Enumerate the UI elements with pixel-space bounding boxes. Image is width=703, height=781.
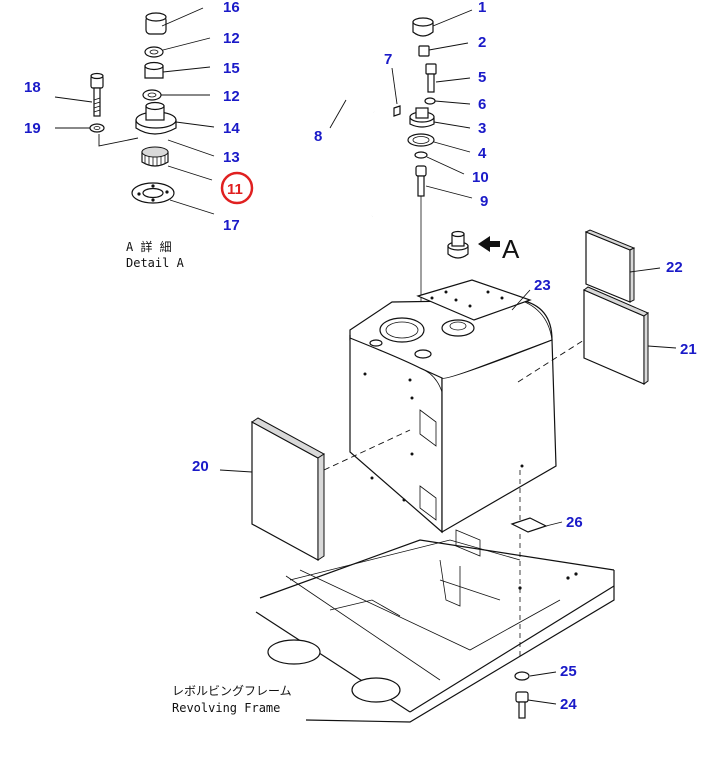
bolt-part-24 <box>515 691 529 703</box>
frame-caption-jp: レボルビングフレーム <box>172 684 292 698</box>
part-label-23: 23 <box>534 277 551 294</box>
part-label-13: 13 <box>223 149 240 166</box>
oring-part-10 <box>414 151 428 159</box>
part-label-24: 24 <box>560 696 577 713</box>
part-label-8: 8 <box>314 128 322 145</box>
part-label-22: 22 <box>666 259 683 276</box>
part-label-15: 15 <box>223 60 240 77</box>
part-label-5: 5 <box>478 69 486 86</box>
view-arrow-icon <box>478 236 500 252</box>
part-label-2: 2 <box>478 34 486 51</box>
part-label-10: 10 <box>472 169 489 186</box>
nut-part-2 <box>418 45 430 57</box>
detail-caption-en: Detail A <box>126 256 185 270</box>
clip-part-7 <box>393 105 401 117</box>
panel-part-21 <box>583 289 645 385</box>
part-label-12a: 12 <box>223 30 240 47</box>
washer-part-6 <box>424 97 436 105</box>
hydraulic-tank <box>349 279 557 534</box>
detail-a-group <box>54 7 215 215</box>
bolt-part-5 <box>425 63 437 75</box>
washer-part-19 <box>89 123 105 133</box>
bracket-part-26 <box>510 517 548 533</box>
washer-part-12-lower <box>142 89 162 101</box>
part-label-14: 14 <box>223 120 240 137</box>
filler-cap-assembly <box>407 9 473 350</box>
insulation-panels <box>219 229 677 562</box>
part-label-20: 20 <box>192 458 209 475</box>
washer-part-25 <box>514 671 530 681</box>
breather-view-a <box>447 230 500 259</box>
part-label-6: 6 <box>478 96 486 113</box>
part-label-3: 3 <box>478 120 486 137</box>
part-label-4: 4 <box>478 145 487 162</box>
part-label-7: 7 <box>384 51 392 68</box>
part-label-19: 19 <box>24 120 41 137</box>
part-label-26: 26 <box>566 514 583 531</box>
hose-assembly <box>329 67 401 217</box>
revolving-frame <box>255 470 615 723</box>
gasket-part-4 <box>407 133 435 147</box>
cover-plate-part-23 <box>416 279 532 321</box>
bolt-part-9 <box>415 165 427 177</box>
part-label-12b: 12 <box>223 88 240 105</box>
part-label-21: 21 <box>680 341 697 358</box>
highlight-circle-11 <box>220 171 254 205</box>
view-marker-label: A <box>502 234 520 264</box>
part-label-9: 9 <box>480 193 488 210</box>
detail-caption-jp: A 詳 細 <box>126 239 172 254</box>
part-label-16: 16 <box>223 0 240 16</box>
panel-part-20 <box>251 420 319 562</box>
part-label-17: 17 <box>223 217 240 234</box>
part-label-25: 25 <box>560 663 577 680</box>
frame-caption-en: Revolving Frame <box>172 701 280 715</box>
part-label-1: 1 <box>478 0 486 16</box>
washer-part-12 <box>144 46 164 58</box>
part-label-11: 11 <box>227 181 243 198</box>
part-label-18: 18 <box>24 79 41 96</box>
